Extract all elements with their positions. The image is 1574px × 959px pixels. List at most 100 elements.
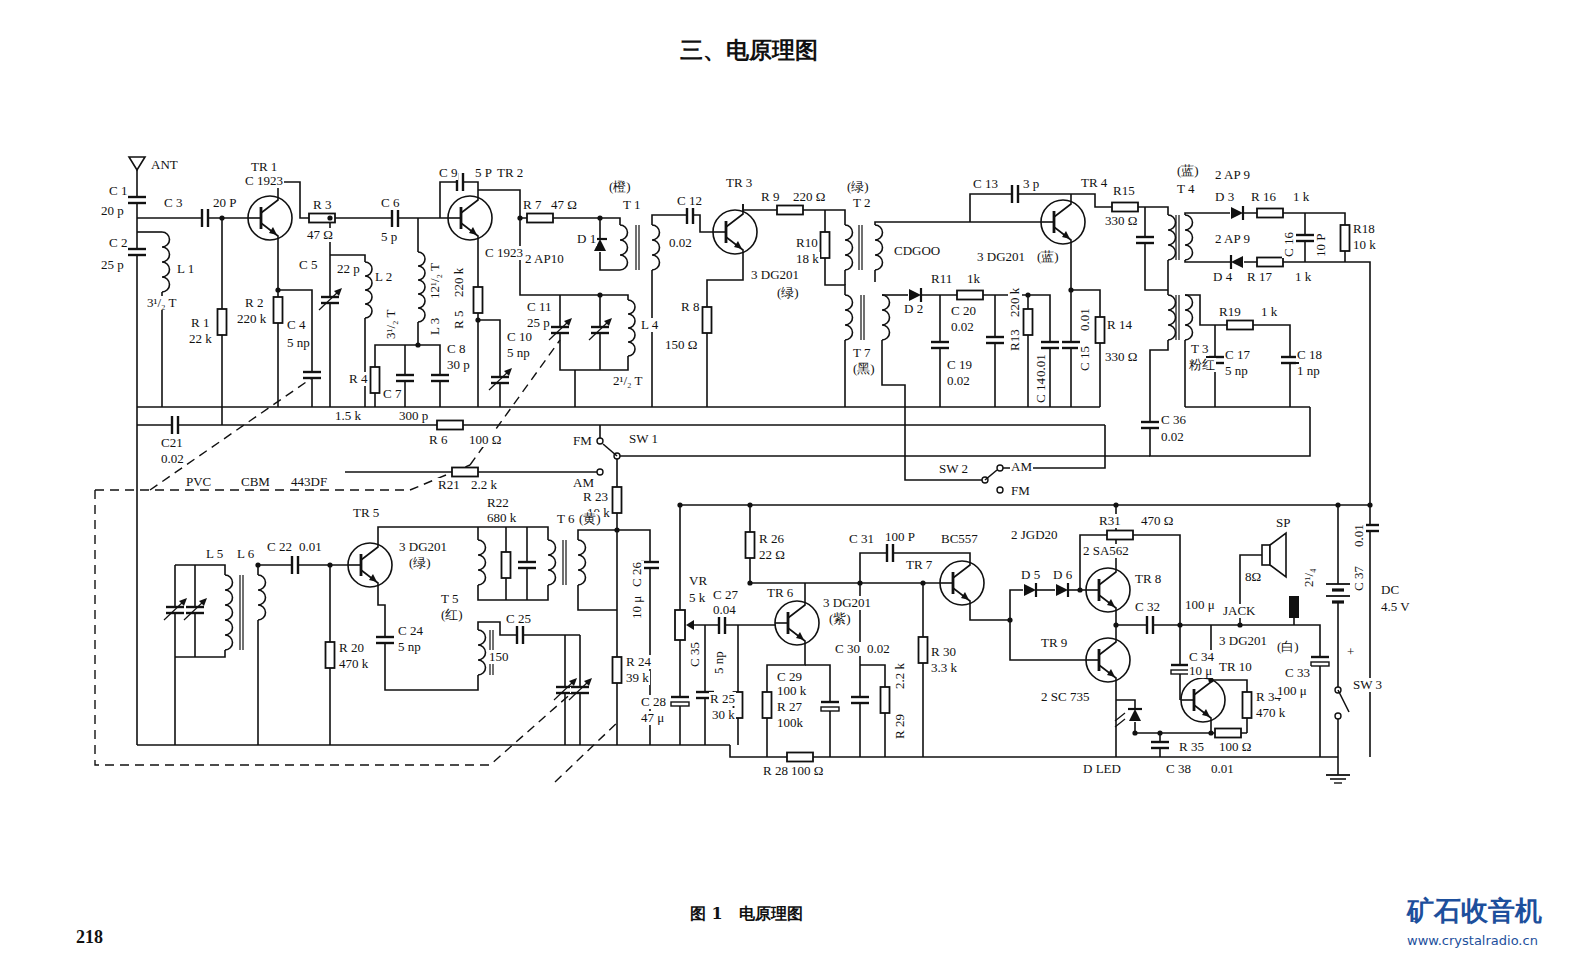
- junction-dot: [415, 342, 420, 347]
- component-label: 12¹/₂ T: [428, 262, 442, 300]
- coil-symbol: [652, 225, 660, 270]
- component-label: 8Ω: [1244, 570, 1262, 584]
- component-label: 30 k: [711, 708, 736, 722]
- component-label: C 22: [266, 540, 293, 554]
- wire: [461, 190, 478, 213]
- component-label: 470 k: [1255, 706, 1286, 720]
- component-label: L 3: [428, 317, 442, 336]
- gang-link: [555, 720, 620, 782]
- component-label: C 29: [776, 670, 803, 684]
- component-label: 0.01: [298, 540, 323, 554]
- capacitor-symbol: [128, 254, 146, 256]
- component-label: (黄): [578, 512, 602, 526]
- transistor-lead: [940, 582, 953, 584]
- junction-dot: [597, 292, 602, 297]
- wire: [680, 504, 1370, 506]
- component-label: R 2: [244, 296, 264, 310]
- component-label: C 34: [1188, 650, 1215, 664]
- capacitor-symbol: [551, 332, 569, 334]
- wire: [1099, 632, 1116, 655]
- coil-symbol: [1168, 215, 1176, 260]
- component-label: 1.5 k: [334, 409, 362, 423]
- component-label: CDGOO: [893, 244, 941, 258]
- switch-contact: [997, 487, 1003, 493]
- gang-link: [150, 378, 312, 490]
- wire: [261, 223, 278, 246]
- resistor-symbol: [527, 214, 553, 223]
- capacitor-symbol: [1141, 427, 1159, 429]
- capacitor-symbol: [396, 380, 414, 382]
- component-label: 100k: [776, 716, 804, 730]
- component-label: 5 np: [506, 346, 531, 360]
- coil-symbol: [258, 575, 266, 620]
- component-label: C 33: [1284, 666, 1311, 680]
- ground-symbol: [1326, 774, 1350, 776]
- component-label: C 26: [630, 561, 644, 588]
- coil-symbol: [1168, 295, 1176, 340]
- junction-dot: [857, 580, 862, 585]
- wire: [1194, 705, 1211, 728]
- junction-dot: [614, 527, 619, 532]
- component-label: 30 p: [446, 358, 471, 372]
- capacitor-symbol: [376, 642, 394, 644]
- led-ray: [1115, 719, 1125, 727]
- component-label: R 23: [582, 490, 609, 504]
- capacitor-symbol: [462, 173, 464, 191]
- resistor-symbol: [1112, 203, 1138, 212]
- wire: [1145, 207, 1168, 290]
- battery-symbol: [1332, 600, 1344, 603]
- component-label: C 19: [946, 358, 973, 372]
- junction-dot: [1068, 287, 1073, 292]
- wire: [1116, 555, 1262, 625]
- component-label: TR 2: [496, 166, 524, 180]
- component-label: 10 P: [1314, 233, 1328, 258]
- component-label: SW 3: [1352, 678, 1383, 692]
- component-label: C 15: [1078, 345, 1092, 372]
- diode-symbol: [1024, 584, 1036, 596]
- wire: [1184, 340, 1186, 407]
- diode-gap: [1230, 206, 1244, 220]
- component-label: 22 p: [336, 262, 361, 276]
- component-label: SW 1: [628, 432, 659, 446]
- capacitor-symbol: [297, 556, 299, 574]
- component-label: L 4: [640, 318, 659, 332]
- diode-gap: [1023, 583, 1037, 597]
- wire: [953, 555, 970, 578]
- wire: [1243, 213, 1345, 262]
- capacitor-symbol: [128, 248, 146, 250]
- component-label: R 8: [680, 300, 700, 314]
- capacitor-symbol: [718, 616, 720, 634]
- component-label: SP: [1275, 516, 1291, 530]
- component-label: AM: [572, 476, 595, 490]
- capacitor-gap: [302, 372, 322, 378]
- component-label: R 7: [522, 198, 542, 212]
- transformer-core: [239, 575, 240, 650]
- wire: [137, 217, 248, 219]
- component-label: C 1923: [244, 174, 284, 188]
- component-label: DC: [1380, 583, 1400, 597]
- wire: [258, 564, 348, 566]
- component-label: 2 AP 9: [1214, 232, 1251, 246]
- component-label: C 10: [506, 330, 533, 344]
- junction-dot: [275, 287, 280, 292]
- component-label: 3 DG201: [1218, 634, 1268, 648]
- capacitor-symbol: [1017, 185, 1019, 203]
- component-label: R 1: [190, 316, 210, 330]
- wire: [1185, 260, 1231, 262]
- wire: [875, 222, 1041, 225]
- capacitor-gap: [392, 208, 398, 228]
- capacitor-symbol: [522, 626, 524, 644]
- transistor-symbol: [1086, 568, 1130, 612]
- component-label: 4.5 V: [1380, 600, 1411, 614]
- component-label: 20 p: [100, 204, 125, 218]
- wire: [652, 215, 713, 232]
- component-label: C 1: [108, 184, 128, 198]
- transistor-lead: [1086, 589, 1099, 591]
- page-number: 218: [75, 928, 104, 948]
- component-label: PVC: [185, 475, 212, 489]
- component-label: D 6: [1052, 568, 1073, 582]
- component-label: C 13: [972, 177, 999, 191]
- junction-dot: [1132, 730, 1137, 735]
- capacitor-gap: [930, 342, 950, 348]
- component-label: C 31: [848, 532, 875, 546]
